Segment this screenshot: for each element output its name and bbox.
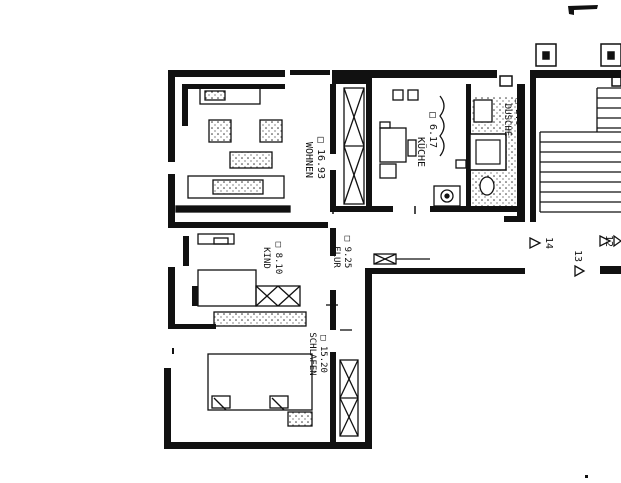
- label-schlafen: SCHLAFEN □ 15.20: [307, 332, 328, 375]
- stair-step-markers: 14 13 12: [529, 234, 621, 278]
- kitchen-furniture: [379, 89, 467, 207]
- partition-walls: [183, 84, 471, 442]
- living-furniture: [175, 87, 291, 213]
- label-wohnen: WOHNEN □ 16.93: [303, 137, 326, 179]
- step-12-label: 12: [603, 235, 614, 247]
- room-name-wohnen: WOHNEN: [303, 142, 314, 178]
- window-marks: [172, 348, 588, 478]
- room-area-dusche: □ 2.6: [513, 98, 523, 125]
- room-area-schlafen: □ 15.20: [318, 335, 328, 373]
- room-name-dusche: DUSCHE: [502, 104, 512, 137]
- room-area-kind: □ 8.10: [273, 242, 283, 275]
- bedroom-furniture: [207, 353, 359, 437]
- step-14-label: 14: [543, 237, 554, 249]
- chimney-elements: [499, 43, 621, 87]
- corner-mark: [568, 5, 598, 15]
- room-name-kind: KIND: [261, 247, 271, 269]
- label-flur: FLUR □ 9.25: [331, 236, 352, 269]
- bathroom: [469, 96, 516, 206]
- step-13-label: 13: [572, 250, 583, 262]
- door-marks: [330, 206, 416, 214]
- room-area-kueche: □ 6.17: [427, 112, 438, 148]
- staircase: [539, 87, 621, 213]
- room-name-kueche: KÜCHE: [415, 137, 428, 167]
- outer-walls: [164, 70, 621, 449]
- label-dusche: DUSCHE □ 2.6: [502, 98, 523, 136]
- kid-room-furniture: [197, 233, 307, 327]
- label-kind: KIND □ 8.10: [261, 242, 283, 275]
- wardrobe-hall: [343, 87, 365, 205]
- room-area-flur: □ 9.25: [342, 236, 352, 269]
- label-kueche: KÜCHE □ 6.17: [415, 112, 438, 167]
- hall-items: [326, 253, 430, 331]
- room-name-flur: FLUR: [331, 246, 341, 268]
- room-name-schlafen: SCHLAFEN: [307, 332, 317, 375]
- room-area-wohnen: □ 16.93: [315, 137, 326, 179]
